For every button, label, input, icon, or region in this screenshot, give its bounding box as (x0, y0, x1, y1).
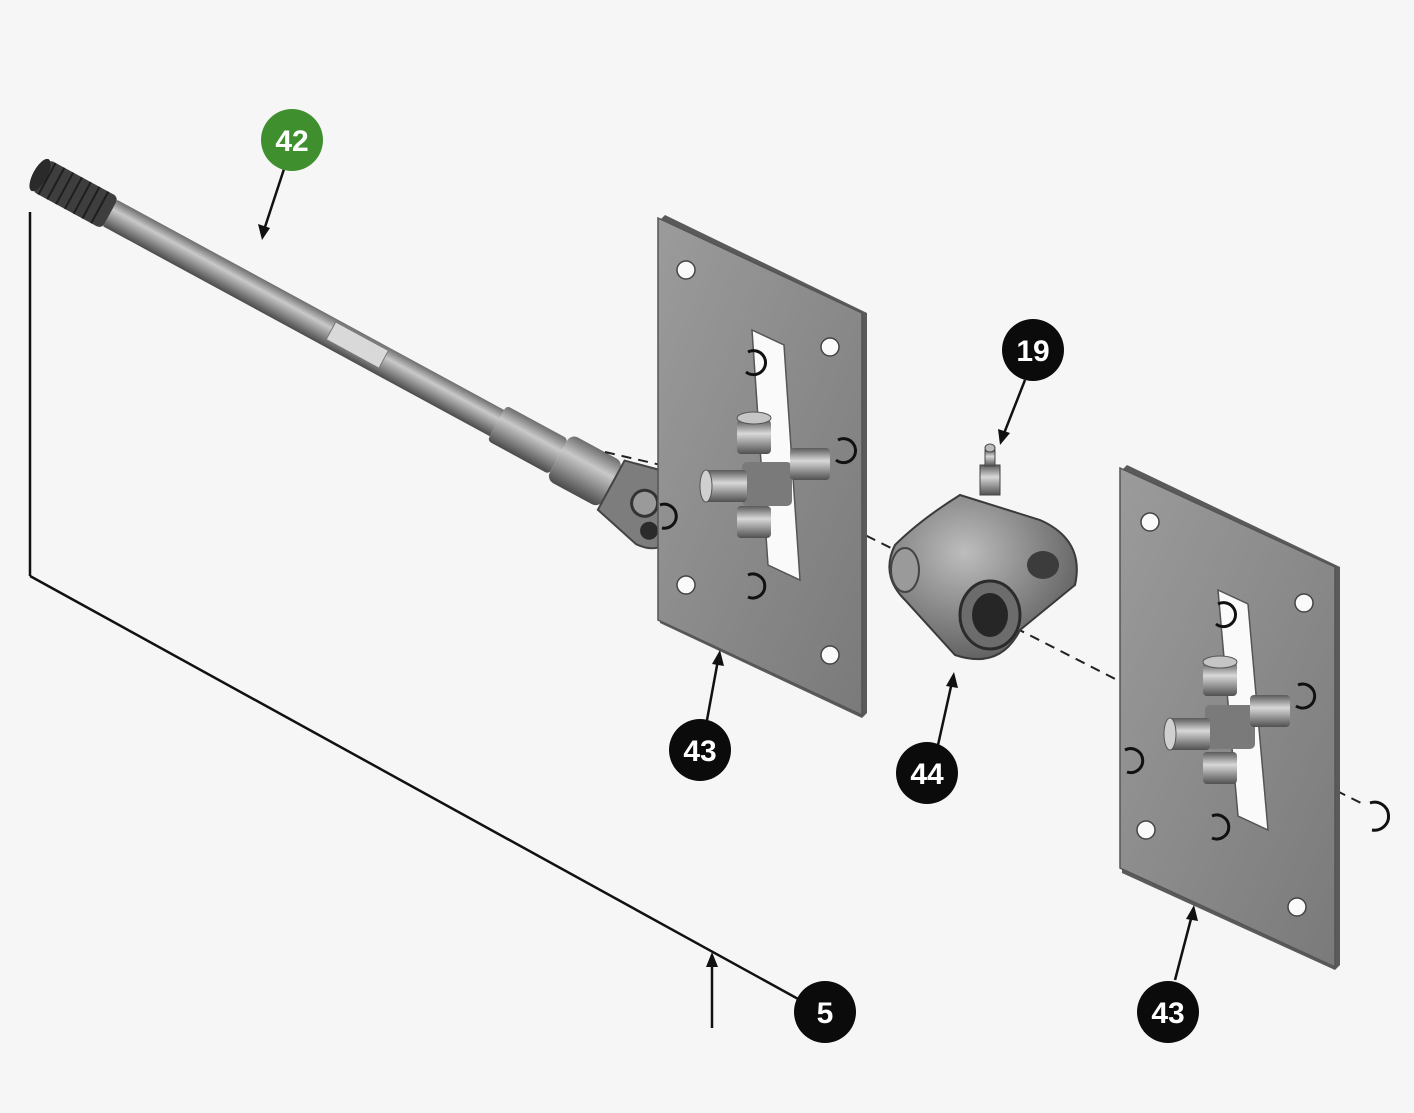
assembly-bracket-lines (28, 212, 801, 1028)
callout-42-label: 42 (275, 125, 308, 158)
callout-44-label: 44 (910, 758, 944, 791)
cross-joint-icon-left (699, 411, 830, 538)
snap-ring-icon-right (1124, 601, 1391, 841)
callout-43-left: 43 (669, 719, 731, 781)
callout-19: 19 (1002, 319, 1064, 381)
callout-44: 44 (896, 742, 958, 804)
callout-5-label: 5 (817, 997, 834, 1030)
callout-42: 42 (261, 109, 323, 171)
callout-43-right-label: 43 (1151, 997, 1184, 1030)
callout-43-left-label: 43 (683, 735, 716, 768)
callout-43-right: 43 (1137, 981, 1199, 1043)
snap-ring-icon-left (659, 349, 857, 600)
grease-fitting-icon (979, 443, 1001, 496)
callout-19-label: 19 (1016, 335, 1049, 368)
leader-arrows (258, 165, 1198, 981)
shaft-icon (29, 158, 692, 550)
yoke-icon (888, 493, 1078, 661)
callout-5: 5 (794, 981, 856, 1043)
cross-joint-icon-right (1163, 655, 1290, 784)
